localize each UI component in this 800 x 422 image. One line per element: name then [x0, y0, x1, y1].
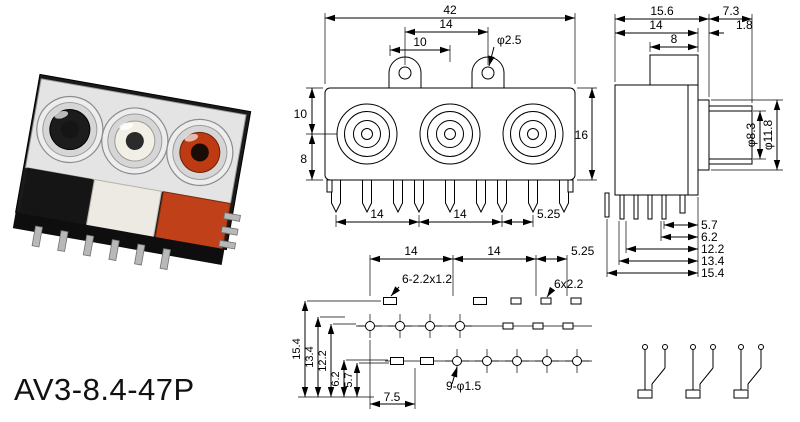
side-outer-dia-dim: φ11.8: [761, 120, 775, 151]
part-number: AV3-8.4-47P: [14, 372, 195, 407]
side-body-width-dim: 14: [649, 18, 663, 32]
footprint-slot-label: 6-2.2x1.2: [402, 272, 452, 286]
jack-symbol-1: [637, 344, 668, 399]
footprint-pads: [502, 297, 582, 330]
side-inner-dia-dim: φ8.3: [744, 122, 758, 147]
side-barrel: [708, 105, 753, 165]
side-pin-offset-1: 5.7: [701, 218, 718, 232]
footprint-row-offset-4: 6.2: [330, 371, 342, 386]
side-pins: [604, 192, 686, 220]
rca-port-white: [101, 107, 169, 175]
side-top-block: [649, 54, 699, 86]
footprint-row-offset-1: 15.4: [291, 338, 303, 359]
pcb-footprint-drawing: 14 14 5.25 6-2.2x1.2 6x2.2 15.4 13.4 12.…: [291, 244, 595, 409]
side-flange-dim: 1.8: [736, 18, 753, 32]
solder-pins: [31, 212, 241, 270]
front-pins: [326, 179, 574, 214]
front-pin-pitch-right-dim: 14: [453, 207, 467, 221]
footprint-holes: [358, 314, 589, 373]
front-pin-pitch-end-dim: 5.25: [537, 207, 561, 221]
front-ear-pitch-dim: 14: [439, 17, 453, 31]
front-view-drawing: 42 14 10 φ2.5 10 8 16 14 14 5.25: [294, 3, 597, 227]
side-top-block-dim: 8: [671, 32, 678, 46]
footprint-pitch-left-dim: 14: [404, 244, 418, 258]
rca-port-red: [166, 118, 234, 187]
footprint-pad-label: 6x2.2: [554, 277, 584, 291]
side-pin-offset-3: 12.2: [701, 242, 725, 256]
footprint-slots: [383, 297, 487, 365]
side-barrel-length-dim: 7.3: [723, 4, 740, 18]
side-pin-offset-4: 13.4: [701, 254, 725, 268]
front-dimension-lines: [308, 14, 596, 226]
front-pin-pitch-left-dim: 14: [370, 207, 384, 221]
side-flange: [697, 99, 710, 171]
jack-symbol-3: [733, 344, 764, 399]
jack-symbol-2: [685, 344, 716, 399]
mounting-hole-right: [481, 66, 495, 80]
housing-base: [12, 212, 225, 265]
footprint-hole-label: 9-φ1.5: [446, 379, 481, 393]
side-pin-offset-5: 15.4: [701, 266, 725, 280]
footprint-pitch-end-dim: 5.25: [571, 244, 595, 258]
schematic-symbols: [637, 344, 764, 399]
mounting-hole-left: [398, 66, 412, 80]
front-top-offset-dim: 10: [413, 35, 427, 49]
footprint-row-offset-3: 12.2: [317, 350, 329, 371]
housing-section-black: [19, 167, 93, 227]
front-upper-height-dim: 10: [294, 107, 308, 121]
rca-port-black: [36, 95, 104, 164]
side-body-outline: [614, 84, 699, 196]
product-photo: [12, 73, 252, 270]
footprint-pitch-right-dim: 14: [487, 244, 501, 258]
side-depth-dim: 15.6: [650, 4, 674, 18]
side-pin-offset-2: 6.2: [701, 230, 718, 244]
front-ear-hole-dia-label: φ2.5: [497, 33, 522, 47]
footprint-dimension-lines: [301, 255, 567, 408]
footprint-hole-offset-dim: 7.5: [384, 390, 401, 404]
footprint-row-offset-2: 13.4: [304, 346, 316, 367]
front-lower-height-dim: 8: [300, 152, 307, 166]
footprint-row-offset-5: 5.7: [343, 372, 355, 387]
front-jacks: [336, 103, 564, 165]
side-dimension-lines: [607, 15, 781, 277]
front-total-width-dim: 42: [443, 3, 457, 17]
front-body-height-dim: 16: [575, 128, 589, 142]
side-view-drawing: 15.6 7.3 14 8 1.8 φ8.3 φ11.8 5.7 6.2 12.…: [604, 4, 783, 280]
